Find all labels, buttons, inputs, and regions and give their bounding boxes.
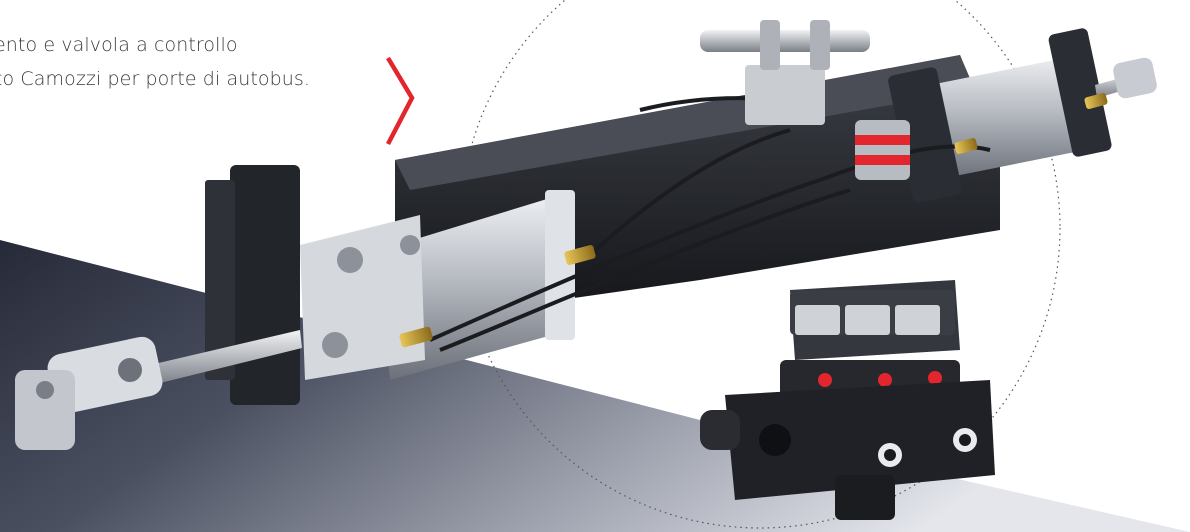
valve-block [700, 280, 995, 520]
red-indicator [878, 373, 892, 387]
caption-text: ento e valvola a controllo co Camozzi pe… [0, 28, 310, 96]
caption-line-1: ento e valvola a controllo [0, 34, 238, 56]
brass-fitting [564, 245, 596, 265]
chevron-right-icon [386, 56, 415, 146]
right-cylinder [888, 28, 1157, 203]
top-valve [700, 20, 870, 125]
brass-fitting [1084, 93, 1108, 109]
clevis-end [15, 336, 163, 450]
red-indicator [818, 373, 832, 387]
caption-line-2: co Camozzi per porte di autobus. [0, 68, 311, 90]
red-indicator [928, 371, 942, 385]
brass-fitting [954, 138, 978, 154]
coupling [855, 120, 910, 180]
brass-fitting [399, 326, 433, 348]
